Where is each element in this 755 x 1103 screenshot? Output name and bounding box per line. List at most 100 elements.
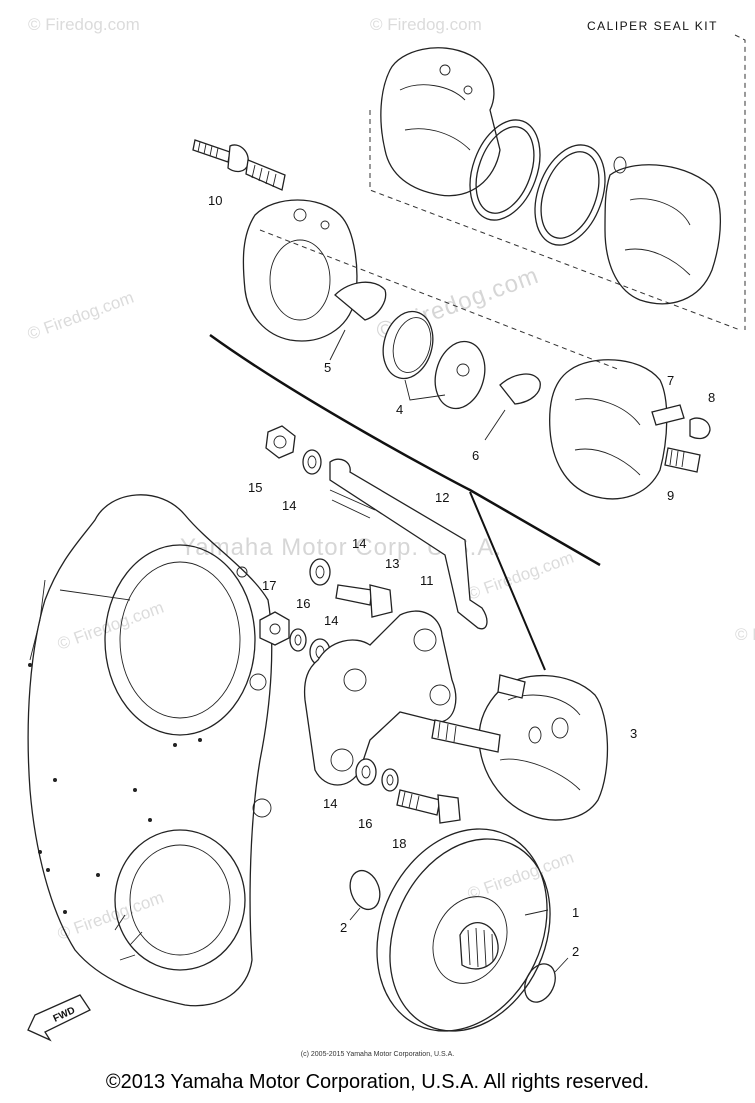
stud-thread-lines [197, 141, 219, 159]
watermark-firedog: © Firedog.com [370, 15, 482, 34]
part-3-caliper-assembly: 3 [431, 674, 637, 821]
nut-washer-upper: 15 14 [248, 425, 322, 513]
bolt-washer-lower: 14 16 18 [323, 758, 461, 851]
part-label-5: 5 [324, 360, 331, 375]
part-label-17: 17 [262, 578, 276, 593]
part-label-4: 4 [396, 402, 403, 417]
lever-guide [329, 489, 376, 519]
caliper-piston-bore [269, 239, 331, 321]
pad-friction-face [392, 317, 432, 373]
leader-line [404, 379, 446, 401]
caliper-body-left [242, 199, 621, 371]
bracket-hole [429, 684, 451, 706]
bracket-hole [413, 628, 437, 652]
brake-pads-group: 5 4 6 [324, 281, 541, 463]
part-2-circlip [349, 869, 381, 911]
seal-ring-inner [475, 126, 535, 214]
part-10-stud-bolt: 10 [192, 139, 286, 208]
part-label-11: 11 [420, 573, 434, 588]
part-15-nut [265, 425, 296, 459]
fwd-arrow-shape [27, 994, 91, 1042]
part-label-12: 12 [435, 490, 449, 505]
washer-hole [307, 455, 317, 469]
caliper-body-outline [242, 199, 358, 342]
part-label-8: 8 [708, 390, 715, 405]
part-label-9: 9 [667, 488, 674, 503]
part-1-brake-disc [376, 828, 548, 1032]
watermark-firedog: © Firedog.com [55, 888, 166, 944]
part-13-bolt-head [369, 584, 393, 618]
bolt-thread-lines [669, 449, 685, 468]
part-7-bleed-screw [651, 404, 685, 426]
part-13-bolt-shank [335, 584, 373, 606]
hub-splines [467, 927, 494, 968]
caliper-body-right: 7 8 9 [549, 359, 715, 503]
part-4-pad-left [382, 310, 434, 380]
brake-disc-group: 1 2 2 [340, 828, 579, 1032]
leader-line [554, 957, 569, 973]
fwd-arrow: FWD [27, 994, 91, 1042]
caliper-seal-kit-group: CALIPER SEAL KIT [369, 19, 746, 331]
bracket-hole [343, 668, 367, 692]
stud-thread [245, 159, 286, 191]
part-label-2: 2 [572, 944, 579, 959]
washer-hole [315, 565, 325, 579]
part-11-bracket: 11 [303, 573, 457, 786]
part-18-bolt-shank [396, 789, 441, 816]
washer-hole [386, 774, 394, 786]
part-12-lever: 12 [329, 458, 488, 630]
kit-dashed-border [369, 110, 741, 331]
caliper-half-detail [624, 198, 691, 276]
part-label-6: 6 [472, 448, 479, 463]
caliper-bolt-hole [463, 85, 473, 95]
part-label-3: 3 [630, 726, 637, 741]
seal-ring [469, 119, 541, 221]
part-17-nut [259, 611, 290, 646]
part-label-15: 15 [248, 480, 262, 495]
case-boss [236, 566, 248, 578]
caliper-bleed-port [613, 156, 627, 174]
part-label-18: 18 [392, 836, 406, 851]
part-14-washer [302, 449, 322, 475]
caliper-bleeder [497, 674, 526, 699]
bracket-body [303, 610, 457, 786]
bracket-hole [330, 748, 354, 772]
bolt-thread-lines [401, 791, 420, 811]
part-16-lockwasher [381, 768, 399, 792]
watermark-firedog: © Firedog.com [465, 848, 576, 904]
kit-dashed-border [734, 34, 746, 330]
part-2-circlip [524, 963, 556, 1003]
part-14-washer [355, 758, 377, 786]
kit-title: CALIPER SEAL KIT [587, 19, 718, 33]
case-bolt-holes [28, 663, 202, 914]
caliper-bolt-hole [528, 726, 542, 744]
seal-ring-inner [540, 151, 600, 239]
part-18-bolt-head [437, 794, 461, 824]
case-bore-inner [119, 561, 241, 719]
watermark-layer: © Firedog.com © Firedog.com © Firedog.co… [25, 15, 755, 944]
stud-thread-lines [251, 164, 277, 188]
caliper-half-outline [380, 47, 501, 197]
case-lower-bore-inner [129, 844, 231, 956]
washer-hole [294, 634, 302, 646]
watermark-firedog: © Firedog.com [28, 15, 140, 34]
part-label-16: 16 [296, 596, 310, 611]
brake-disc-edge [389, 838, 551, 1032]
group-connector-line [469, 491, 546, 671]
leader-line [329, 329, 346, 361]
pad-center-hole [456, 363, 470, 377]
seal-ring [534, 144, 606, 246]
part-5-shim [334, 281, 387, 321]
group-boundary-line [209, 333, 601, 567]
case-fins [114, 914, 143, 961]
case-outline [27, 494, 273, 1007]
caliper-bolt-hole [551, 717, 569, 739]
caliper-half-outline [604, 164, 722, 305]
part-label-16: 16 [358, 816, 372, 831]
caliper-mount-stud [431, 719, 501, 753]
disc-hub [432, 896, 508, 984]
lever-body [329, 458, 488, 630]
part-label-7: 7 [667, 373, 674, 388]
case-detail-lines [29, 579, 131, 661]
leader-line [484, 409, 506, 441]
